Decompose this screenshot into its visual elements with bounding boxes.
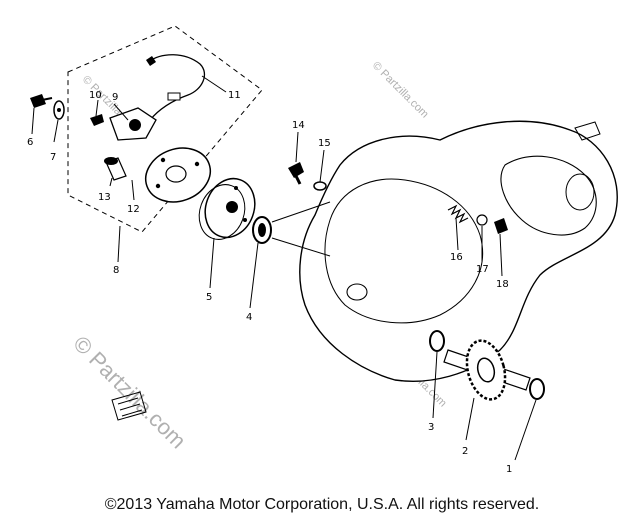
- rotor-disc-5-hub: [226, 201, 238, 213]
- leader-6: [31, 107, 35, 135]
- watermark-top-right: © Partzilla.com: [370, 60, 431, 121]
- leader-10: [95, 99, 99, 117]
- axis-line-lower: [271, 237, 331, 257]
- pickup-shaft-head: [104, 157, 118, 165]
- crankcase-inner-rim: [324, 178, 484, 324]
- bolt-6: [30, 94, 46, 108]
- direction-stamp-hatch: [117, 397, 143, 417]
- leader-7: [53, 119, 59, 143]
- gear-2-hub: [476, 357, 496, 383]
- leader-14: [295, 131, 299, 163]
- crankcase-bore: [346, 283, 368, 301]
- washer-1: [529, 378, 545, 400]
- wire-connector: [167, 92, 181, 101]
- watermark-large: © Partzilla.com: [68, 331, 191, 454]
- leader-12: [131, 179, 135, 201]
- callout-7: 7: [50, 152, 56, 163]
- stator-hub: [165, 165, 187, 183]
- bolt-14: [288, 162, 304, 178]
- washer-3: [429, 330, 445, 352]
- leader-1: [514, 399, 537, 461]
- leader-11: [201, 75, 227, 93]
- stator-hole-c: [155, 183, 161, 189]
- stator-hole-b: [194, 161, 200, 167]
- callout-11: 11: [228, 90, 241, 101]
- rotor-bolt-b: [243, 218, 247, 222]
- axis-line-upper: [271, 201, 331, 223]
- stator-plate: [144, 147, 212, 203]
- stator-hole-a: [160, 157, 166, 163]
- leader-18: [499, 233, 503, 277]
- rotor-bolt-a: [234, 186, 238, 190]
- crankcase-outline: [299, 120, 618, 382]
- callout-13: 13: [98, 192, 111, 203]
- callout-17: 17: [476, 264, 489, 275]
- crankcase-cylinder-mount: [500, 155, 597, 236]
- washer-7-hole: [57, 108, 61, 112]
- callout-4: 4: [246, 312, 252, 323]
- callout-2: 2: [462, 446, 468, 457]
- callout-18: 18: [496, 279, 509, 290]
- callout-15: 15: [318, 138, 331, 149]
- copyright-notice: ©2013 Yamaha Motor Corporation, U.S.A. A…: [104, 496, 540, 513]
- crankcase-boss: [565, 173, 595, 211]
- callout-8: 8: [113, 265, 119, 276]
- direction-stamp: [111, 391, 147, 421]
- leader-2: [465, 397, 475, 441]
- callout-5: 5: [206, 292, 212, 303]
- callout-3: 3: [428, 422, 434, 433]
- leader-9: [113, 103, 129, 121]
- bolt-6-shank: [41, 97, 53, 101]
- wire-plug: [146, 56, 156, 66]
- screw-10: [90, 114, 104, 126]
- plug-18: [494, 218, 508, 234]
- leader-13: [109, 177, 113, 187]
- spring-16: [447, 204, 469, 224]
- ball-17: [476, 214, 488, 226]
- leader-4: [249, 242, 259, 309]
- rotor-disc-5-back: [198, 184, 246, 240]
- leader-5: [209, 237, 215, 289]
- leader-16: [455, 217, 459, 251]
- callout-6: 6: [27, 137, 33, 148]
- leader-15: [319, 149, 325, 183]
- bolt-14-shank: [294, 175, 302, 185]
- callout-14: 14: [292, 120, 305, 131]
- leader-3: [432, 351, 438, 419]
- crankcase-top-lug: [574, 121, 601, 141]
- pickup-magnet-icon: [129, 119, 141, 131]
- oil-seal-4-inner: [258, 223, 266, 237]
- callout-9: 9: [112, 92, 118, 103]
- washer-15: [313, 181, 327, 191]
- callout-1: 1: [506, 464, 512, 475]
- callout-12: 12: [127, 204, 140, 215]
- callout-16: 16: [450, 252, 463, 263]
- callout-10: 10: [89, 90, 102, 101]
- pickup-wire: [147, 54, 205, 121]
- leader-8: [117, 225, 121, 263]
